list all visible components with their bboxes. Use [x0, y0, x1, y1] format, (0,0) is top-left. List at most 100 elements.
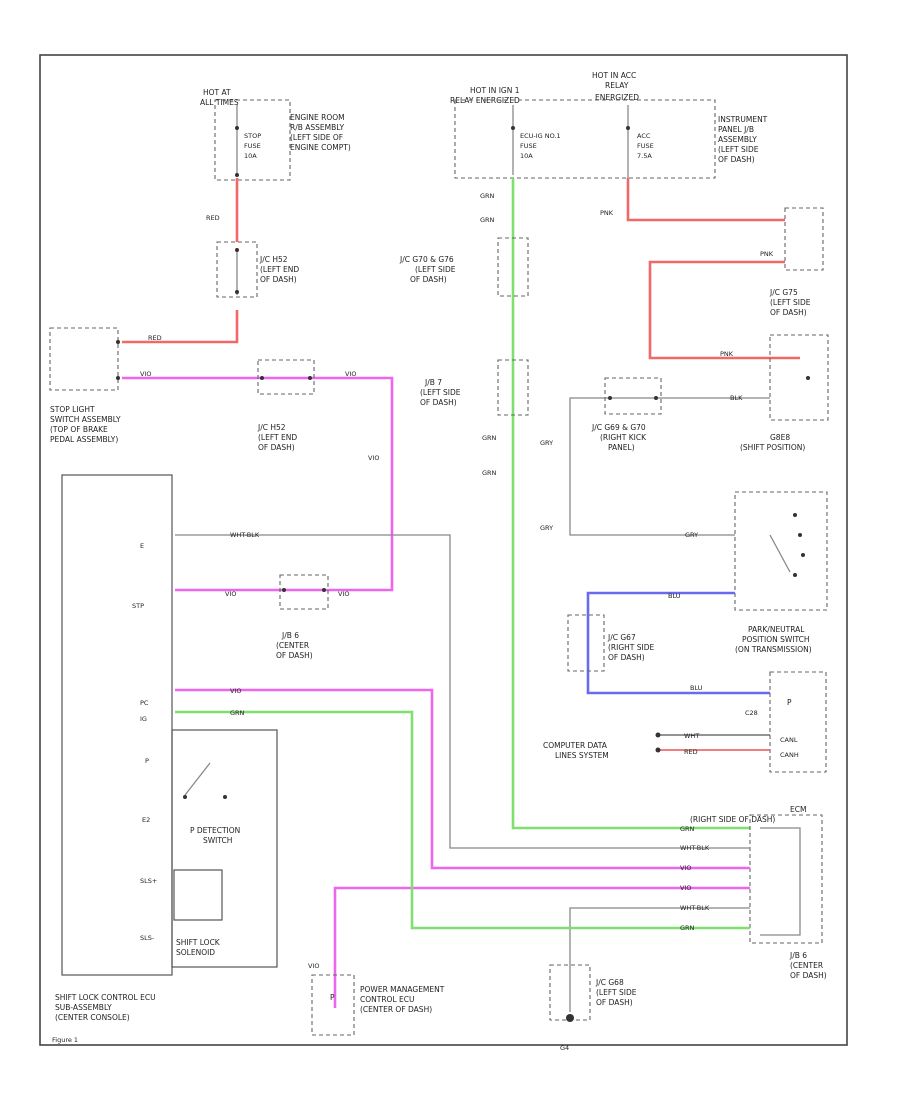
svg-text:(RIGHT SIDE: (RIGHT SIDE	[608, 643, 655, 652]
svg-text:(LEFT SIDE: (LEFT SIDE	[770, 298, 811, 307]
svg-text:COMPUTER DATA: COMPUTER DATA	[543, 741, 608, 750]
svg-text:GRY: GRY	[540, 439, 553, 447]
svg-text:ACC: ACC	[637, 132, 651, 140]
svg-text:WHT-BLK: WHT-BLK	[230, 531, 260, 539]
svg-text:(CENTER: (CENTER	[276, 641, 309, 650]
svg-text:(LEFT SIDE: (LEFT SIDE	[596, 988, 637, 997]
svg-text:STP: STP	[132, 602, 144, 610]
svg-text:SHIFT LOCK: SHIFT LOCK	[176, 938, 221, 947]
svg-text:INSTRUMENT: INSTRUMENT	[718, 115, 768, 124]
svg-text:GRY: GRY	[685, 531, 698, 539]
svg-text:ECM: ECM	[790, 805, 806, 814]
svg-text:PANEL): PANEL)	[608, 443, 635, 452]
svg-text:HOT IN IGN 1: HOT IN IGN 1	[470, 86, 520, 95]
svg-text:J/C H52: J/C H52	[257, 423, 286, 432]
svg-text:P: P	[787, 698, 792, 707]
svg-text:P: P	[330, 993, 335, 1002]
svg-text:CONTROL ECU: CONTROL ECU	[360, 995, 414, 1004]
svg-text:SLS+: SLS+	[140, 877, 157, 885]
svg-text:IG: IG	[140, 715, 147, 723]
svg-text:(LEFT SIDE: (LEFT SIDE	[415, 265, 456, 274]
svg-text:HOT IN ACC: HOT IN ACC	[592, 71, 636, 80]
diagram-frame	[39, 54, 848, 1046]
green-wire-ig: GRN GRN GRN GRN	[480, 178, 750, 830]
svg-text:PC: PC	[140, 699, 149, 707]
svg-text:SHIFT LOCK CONTROL ECU: SHIFT LOCK CONTROL ECU	[55, 993, 156, 1002]
svg-text:SUB-ASSEMBLY: SUB-ASSEMBLY	[55, 1003, 112, 1012]
svg-text:OF DASH): OF DASH)	[718, 155, 755, 164]
svg-text:OF DASH): OF DASH)	[420, 398, 457, 407]
svg-text:(LEFT SIDE: (LEFT SIDE	[718, 145, 759, 154]
svg-text:E2: E2	[142, 816, 150, 824]
svg-text:ENGINE ROOM: ENGINE ROOM	[290, 113, 345, 122]
svg-text:J/B 7: J/B 7	[424, 378, 442, 387]
svg-text:(ON TRANSMISSION): (ON TRANSMISSION)	[735, 645, 812, 654]
svg-text:WHT-BLK: WHT-BLK	[680, 904, 710, 912]
svg-text:VIO: VIO	[230, 687, 241, 695]
jb-left-label: J/B 7 (LEFT SIDE OF DASH)	[420, 378, 461, 407]
ecm-lower-connector: ECM (RIGHT SIDE OF DASH)	[690, 805, 823, 944]
svg-text:SWITCH: SWITCH	[203, 836, 232, 845]
jc-g75-label: J/C G75 (LEFT SIDE OF DASH)	[769, 288, 811, 317]
svg-text:BLU: BLU	[668, 592, 681, 600]
svg-text:FUSE: FUSE	[520, 142, 537, 150]
svg-text:J/C H52: J/C H52	[259, 255, 288, 264]
svg-text:CANH: CANH	[780, 751, 799, 759]
svg-text:VIO: VIO	[140, 370, 151, 378]
svg-text:FUSE: FUSE	[244, 142, 261, 150]
svg-text:GRN: GRN	[480, 192, 495, 200]
svg-text:VIO: VIO	[225, 590, 236, 598]
svg-text:OF DASH): OF DASH)	[258, 443, 295, 452]
svg-text:CANL: CANL	[780, 736, 798, 744]
stop-fuse-block: HOT AT ALL TIMES STOP FUSE 10A	[200, 88, 291, 181]
svg-text:VIO: VIO	[308, 962, 319, 970]
svg-text:OF DASH): OF DASH)	[608, 653, 645, 662]
svg-text:R/B ASSEMBLY: R/B ASSEMBLY	[290, 123, 344, 132]
svg-text:SWITCH ASSEMBLY: SWITCH ASSEMBLY	[50, 415, 121, 424]
svg-text:VIO: VIO	[345, 370, 356, 378]
svg-text:(RIGHT KICK: (RIGHT KICK	[600, 433, 647, 442]
svg-text:7.5A: 7.5A	[637, 152, 652, 160]
svg-text:VIO: VIO	[680, 884, 691, 892]
svg-text:OF DASH): OF DASH)	[410, 275, 447, 284]
svg-text:RED: RED	[148, 334, 162, 342]
svg-text:GRN: GRN	[230, 709, 245, 717]
acc-fuse-block: HOT IN ACC RELAY ENERGIZED ACC FUSE 7.5A	[592, 71, 654, 178]
svg-text:POSITION SWITCH: POSITION SWITCH	[742, 635, 810, 644]
svg-text:GRN: GRN	[480, 216, 495, 224]
red-wire-acc: PNK PNK PNK	[600, 178, 824, 360]
jb-center-label: J/B 6 (CENTER OF DASH)	[276, 631, 313, 660]
svg-text:(LEFT SIDE OF: (LEFT SIDE OF	[290, 133, 343, 142]
svg-text:RED: RED	[684, 748, 698, 756]
svg-text:(LEFT END: (LEFT END	[258, 433, 297, 442]
svg-text:PANEL J/B: PANEL J/B	[718, 125, 754, 134]
svg-text:ASSEMBLY: ASSEMBLY	[718, 135, 757, 144]
jc-h52-lower-label: J/C H52 (LEFT END OF DASH)	[257, 423, 297, 452]
svg-text:BLU: BLU	[690, 684, 703, 692]
svg-text:J/C G75: J/C G75	[769, 288, 798, 297]
red-wire-stop: RED RED	[122, 178, 258, 344]
svg-text:SOLENOID: SOLENOID	[176, 948, 215, 957]
svg-text:ENERGIZED: ENERGIZED	[595, 93, 639, 102]
gray-wire-shift: BLK GRY GRY GRY	[540, 377, 770, 539]
engine-room-jb-label: ENGINE ROOM R/B ASSEMBLY (LEFT SIDE OF E…	[290, 113, 351, 152]
svg-text:G8E8: G8E8	[770, 433, 790, 442]
power-management-ecu: P VIO POWER MANAGEMENT CONTROL ECU (CENT…	[308, 962, 445, 1036]
svg-text:POWER MANAGEMENT: POWER MANAGEMENT	[360, 985, 445, 994]
park-neutral-switch: PARK/NEUTRAL POSITION SWITCH (ON TRANSMI…	[734, 491, 828, 654]
svg-text:P: P	[145, 757, 149, 765]
svg-text:GRY: GRY	[540, 524, 553, 532]
svg-text:VIO: VIO	[368, 454, 379, 462]
stop-light-switch: STOP LIGHT SWITCH ASSEMBLY (TOP OF BRAKE…	[49, 327, 121, 444]
svg-text:ALL TIMES: ALL TIMES	[200, 98, 239, 107]
computer-data-lines: COMPUTER DATA LINES SYSTEM WHT RED	[543, 732, 770, 760]
shift-lock-ecu-label: SHIFT LOCK CONTROL ECU SUB-ASSEMBLY (CEN…	[55, 993, 156, 1022]
svg-text:OF DASH): OF DASH)	[790, 971, 827, 980]
svg-text:WHT-BLK: WHT-BLK	[680, 844, 710, 852]
svg-text:(SHIFT POSITION): (SHIFT POSITION)	[740, 443, 805, 452]
svg-text:ECU-IG NO.1: ECU-IG NO.1	[520, 132, 561, 140]
jc-g70-label: J/C G70 & G76 (LEFT SIDE OF DASH)	[399, 255, 456, 284]
svg-text:J/C G69 & G70: J/C G69 & G70	[591, 423, 646, 432]
svg-text:(RIGHT SIDE OF DASH): (RIGHT SIDE OF DASH)	[690, 815, 775, 824]
svg-text:RED: RED	[206, 214, 220, 222]
